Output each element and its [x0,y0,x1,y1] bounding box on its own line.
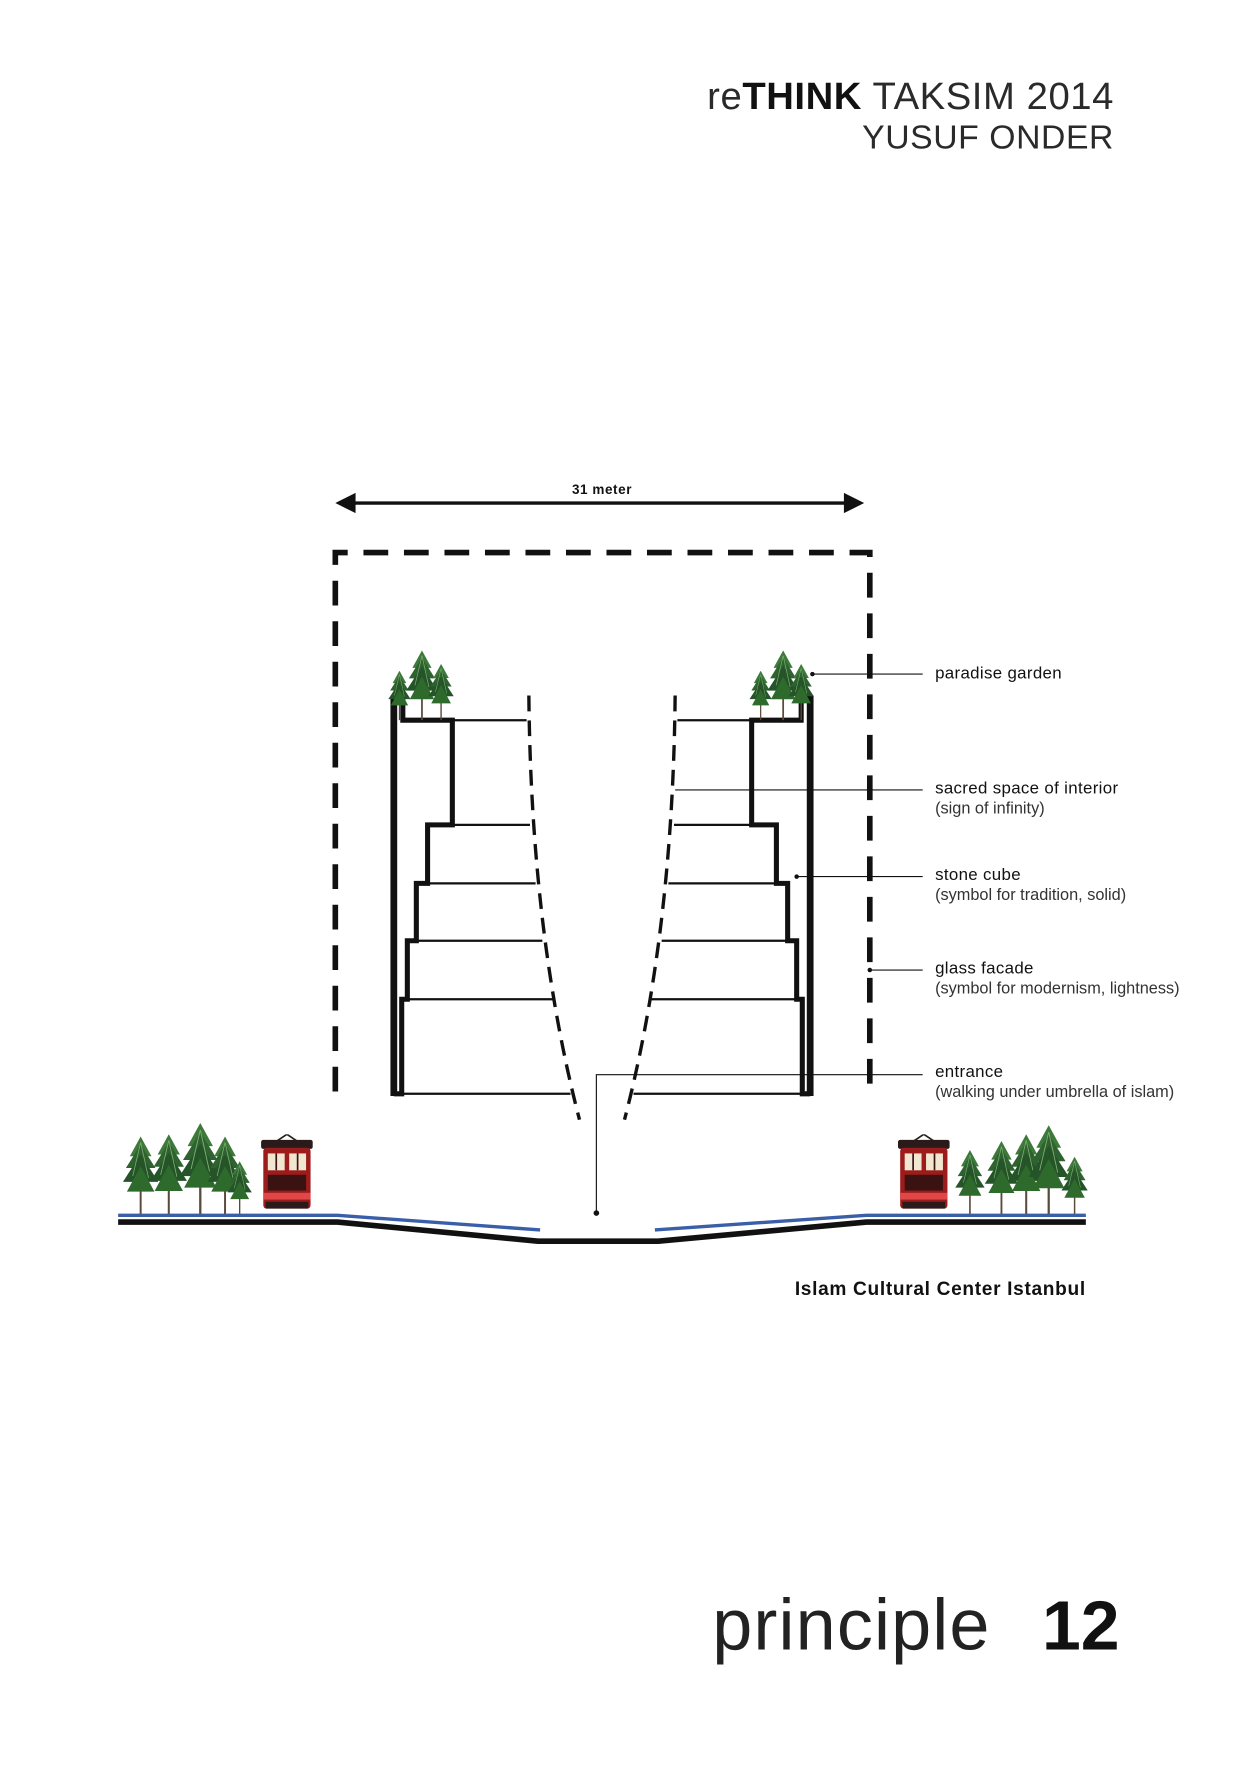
rooftop-garden-left [387,650,455,721]
note-entrance: (walking under umbrella of islam) [935,1083,1174,1101]
stone-cube-outline [393,695,455,1097]
diagram-caption: Islam Cultural Center Istanbul [795,1279,1086,1300]
tree-icon [121,1136,160,1216]
building-section-right [625,695,811,1119]
tree-icon [427,663,455,721]
label-sacred-space: sacred space of interior [935,778,1118,797]
label-paradise-garden: paradise garden [935,664,1062,683]
project-title: reTHINK TAKSIM 2014 [707,75,1114,118]
tree-icon [748,670,773,721]
note-sacred-space: (sign of infinity) [935,800,1045,818]
tree-icon [1027,1125,1071,1216]
tram-icon [261,1134,313,1210]
tree-icon [954,1150,986,1216]
arrow-left-icon [335,492,356,514]
principle-number: 12 [1042,1587,1120,1665]
arrow-right-icon [843,492,865,514]
title-suffix: TAKSIM 2014 [862,75,1114,118]
leader-dot [593,1210,600,1216]
building-section-left [390,695,582,1121]
street-surface-right [654,1213,1086,1232]
street-trees-left [121,1123,253,1216]
glass-facade-curve [527,695,582,1121]
street-surface-left [118,1213,541,1232]
floor-lines [401,719,571,1095]
note-glass-facade: (symbol for modernism, lightness) [935,980,1180,998]
annotation-leaders [593,671,923,1216]
title-bold: THINK [742,75,862,118]
principle-word: principle [712,1586,990,1666]
leader-entrance [595,1074,923,1214]
dashed-envelope [332,549,873,1092]
dimension-label: 31 meter [572,482,632,497]
title-prefix: re [707,75,742,118]
street-trees-right [954,1125,1089,1216]
tram-icon [897,1134,950,1210]
ground-line [118,1219,1086,1245]
label-entrance: entrance [935,1062,1003,1081]
label-glass-facade: glass facade [935,958,1034,977]
label-stone-cube: stone cube [935,865,1021,884]
dimension-arrow [335,492,865,514]
tree-icon [178,1123,223,1216]
tree-icon [1060,1156,1089,1216]
note-stone-cube: (symbol for tradition, solid) [935,886,1126,904]
rooftop-garden-right [748,650,815,721]
author-name: YUSUF ONDER [862,119,1114,157]
